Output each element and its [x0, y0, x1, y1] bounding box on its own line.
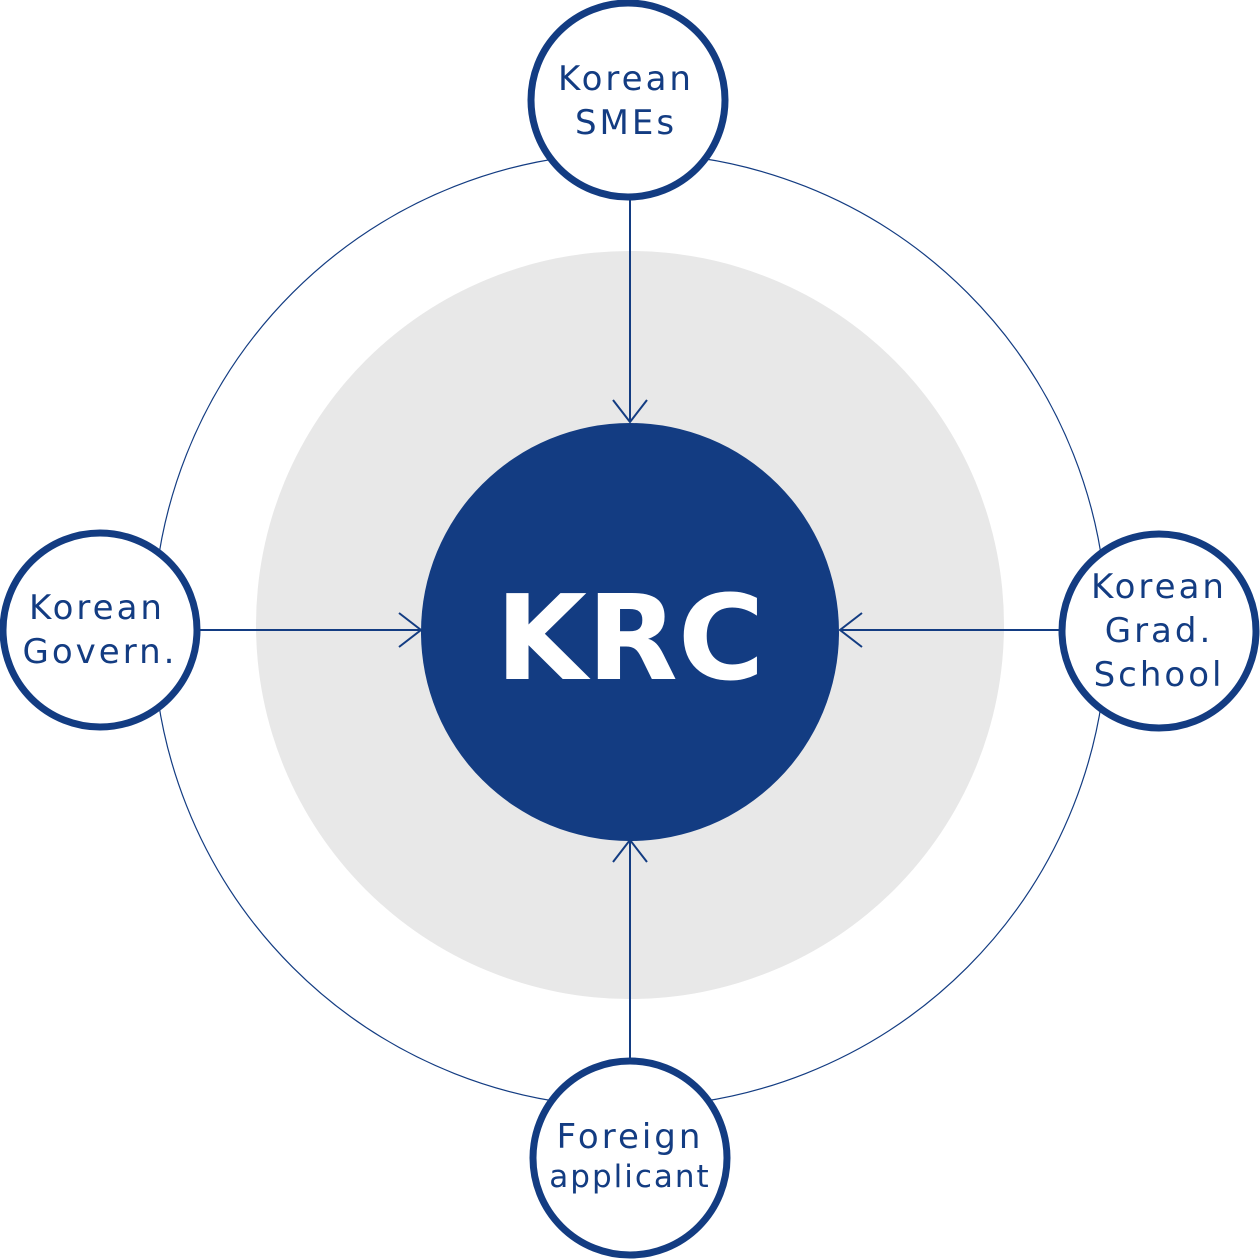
node-korean-smes: Korean SMEs [527, 0, 729, 201]
center-label: KRC [496, 569, 765, 707]
node-circle [527, 0, 729, 201]
node-label-line: Govern. [23, 632, 178, 672]
node-korean-govern: Korean Govern. [0, 529, 201, 731]
node-label-line: Grad. [1105, 611, 1214, 651]
node-circle [0, 529, 201, 731]
node-korean-grad-school: Korean Grad. School [1058, 530, 1260, 732]
node-label-line: Korean [1091, 567, 1227, 607]
node-label-line: School [1094, 655, 1225, 695]
node-label-line: Foreign [557, 1117, 704, 1157]
node-circle [529, 1057, 731, 1259]
node-circle [1058, 530, 1260, 732]
node-label-line: Korean [29, 588, 165, 628]
node-label-line: Korean [558, 59, 694, 99]
center-circle [421, 423, 839, 841]
node-label-line: applicant [549, 1159, 710, 1195]
node-foreign-applicant: Foreign applicant [529, 1057, 731, 1259]
node-label-line: SMEs [575, 103, 677, 143]
